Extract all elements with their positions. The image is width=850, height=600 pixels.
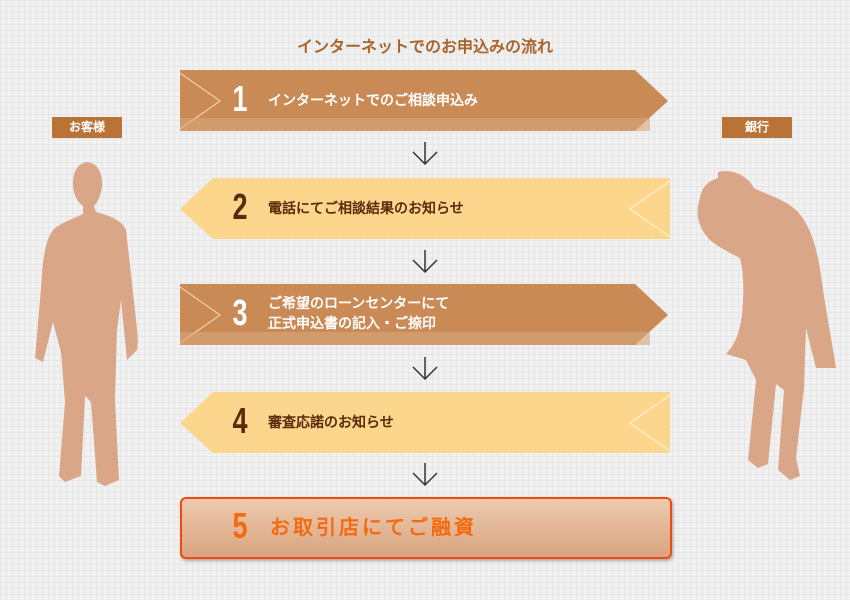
bank-label: 銀行 bbox=[722, 117, 792, 138]
step-5-number: 5 bbox=[232, 505, 248, 546]
bank-staff-silhouette-icon bbox=[697, 170, 836, 481]
diagram-title: インターネットでのお申込みの流れ bbox=[296, 37, 553, 56]
step-3-text-line2: 正式申込書の記入・ご捺印 bbox=[268, 316, 436, 332]
step-3-arrow-shape bbox=[180, 284, 668, 345]
step-1: 1 インターネットでのご相談申込み bbox=[180, 70, 672, 132]
customer-silhouette-icon bbox=[35, 162, 138, 486]
step-1-text: インターネットでのご相談申込み bbox=[268, 93, 478, 109]
down-arrow-icon bbox=[412, 250, 438, 274]
down-arrow-icon bbox=[412, 142, 438, 166]
step-3-number: 3 bbox=[232, 292, 248, 333]
customer-label: お客様 bbox=[52, 117, 122, 138]
step-4: 4 審査応諾のお知らせ bbox=[180, 392, 672, 454]
step-1-arrow-shape bbox=[180, 70, 668, 131]
step-4-arrow-shape bbox=[180, 392, 671, 453]
step-1-number: 1 bbox=[232, 78, 248, 119]
step-2-number: 2 bbox=[232, 186, 248, 227]
step-4-text: 審査応諾のお知らせ bbox=[268, 415, 394, 431]
step-4-number: 4 bbox=[232, 400, 248, 441]
step-3: 3 ご希望のローンセンターにて 正式申込書の記入・ご捺印 bbox=[180, 284, 672, 346]
step-5: 5 お取引店にてご融資 bbox=[180, 497, 672, 559]
step-3-text-line1: ご希望のローンセンターにて bbox=[268, 296, 450, 312]
step-2: 2 電話にてご相談結果のお知らせ bbox=[180, 178, 672, 240]
step-5-text: お取引店にてご融資 bbox=[270, 515, 477, 539]
down-arrow-icon bbox=[412, 357, 438, 381]
step-2-text: 電話にてご相談結果のお知らせ bbox=[268, 201, 464, 217]
down-arrow-icon bbox=[412, 463, 438, 487]
step-2-arrow-shape bbox=[180, 178, 671, 239]
